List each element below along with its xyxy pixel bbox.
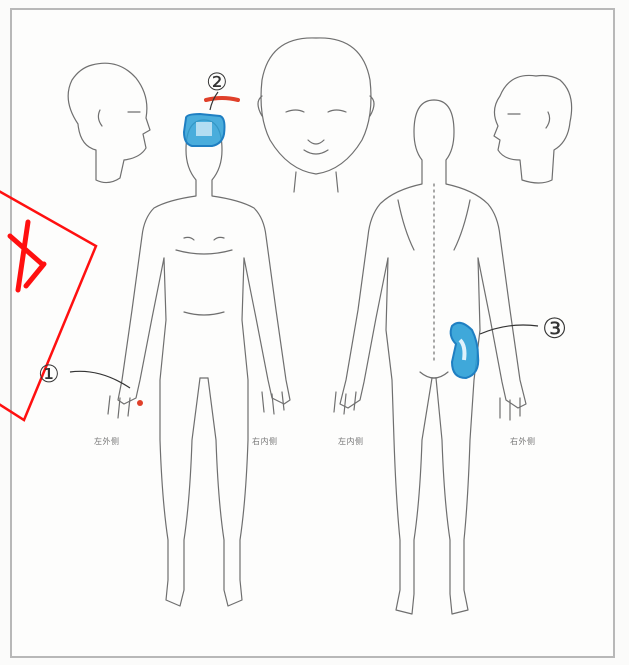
leg-label-right-inner: 右内侧 (252, 436, 278, 447)
right-back-hand (500, 398, 520, 420)
head-shade-highlight (196, 122, 212, 136)
left-front-hand (108, 396, 130, 418)
head-red-mark (206, 98, 238, 100)
marker-1-label: ① (38, 360, 60, 388)
left-back-hand (334, 392, 356, 414)
left-profile-head (68, 63, 150, 182)
marker-2-label: ② (206, 68, 228, 96)
hand-red-mark (137, 400, 143, 406)
callout-3-line (480, 325, 538, 334)
front-body-figure (118, 120, 290, 606)
front-face (258, 38, 374, 192)
right-profile-head (494, 75, 572, 183)
leg-label-right-outer: 右外侧 (510, 436, 536, 447)
leg-label-left-inner: 左内侧 (338, 436, 364, 447)
marker-3-label: ③ (542, 312, 567, 345)
back-body-figure (340, 100, 526, 614)
leg-label-left-outer: 左外侧 (94, 436, 120, 447)
